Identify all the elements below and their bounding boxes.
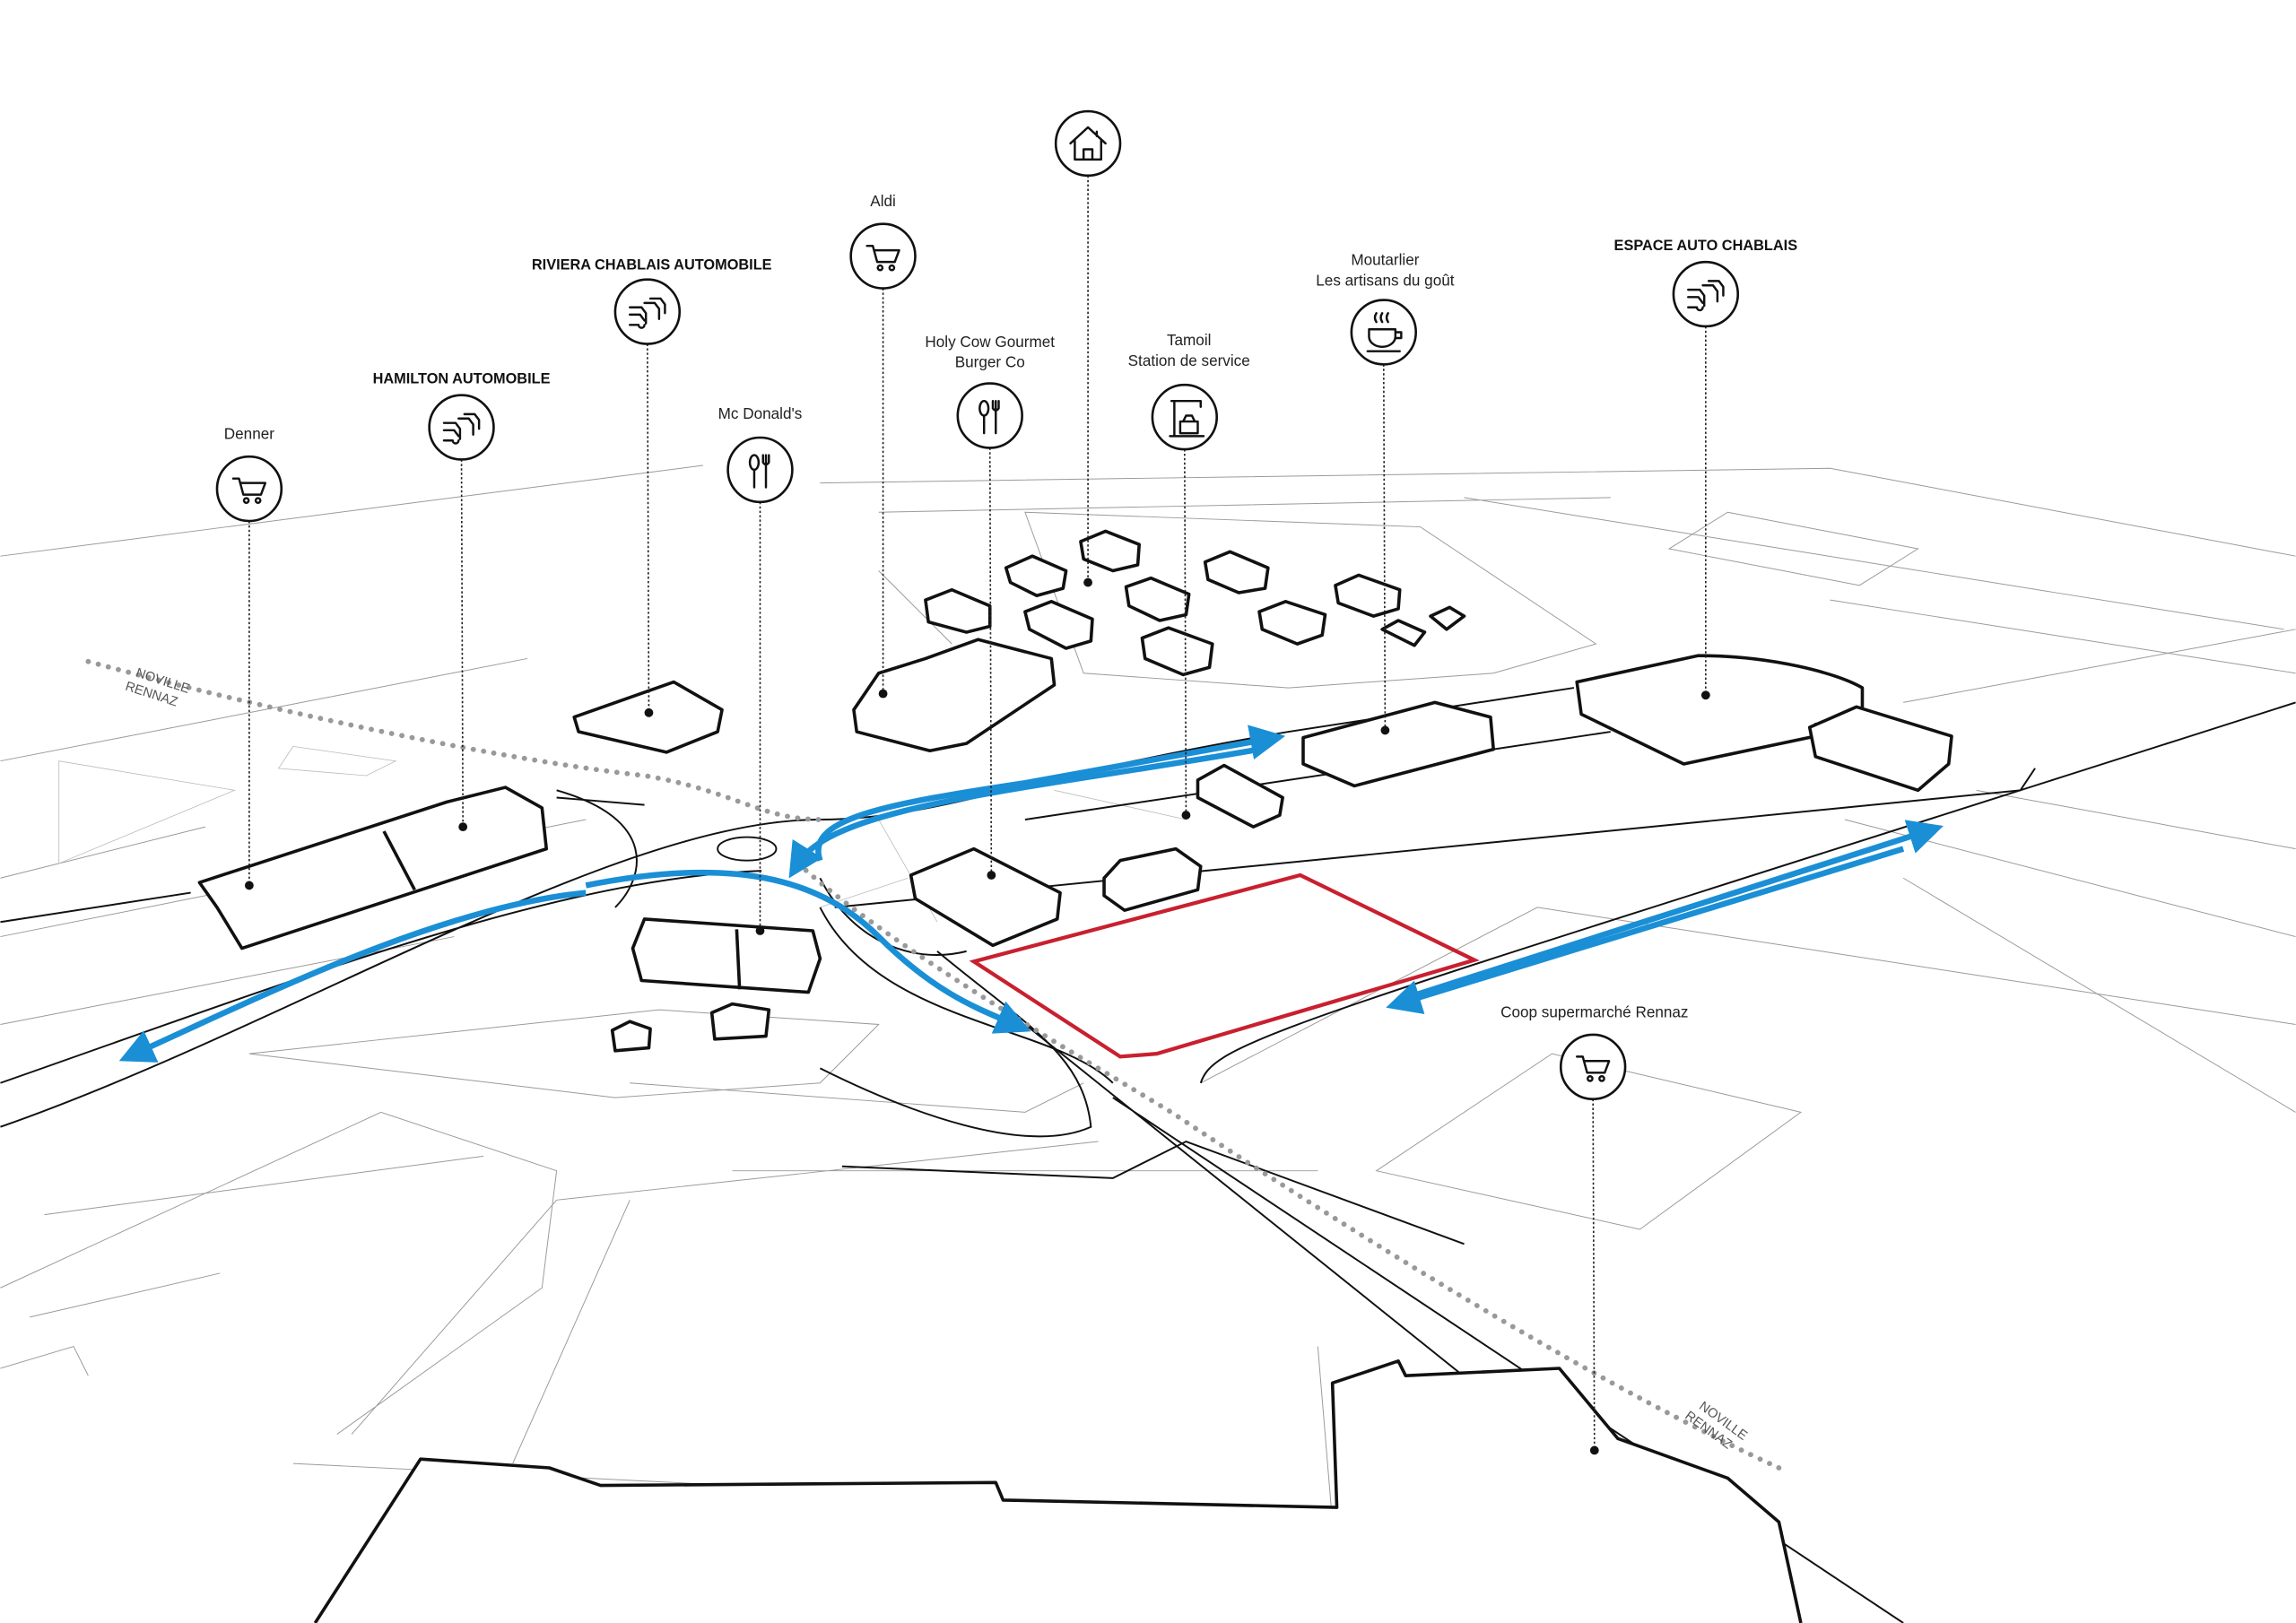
house-icon bbox=[1069, 126, 1107, 161]
coffee-cup-icon bbox=[1366, 312, 1403, 352]
poi-label-line1: Moutarlier bbox=[1351, 250, 1419, 268]
poi-aldi[interactable]: Aldi bbox=[849, 192, 917, 699]
poi-denner[interactable]: Denner bbox=[215, 425, 283, 890]
poi-label-line1: Tamoil bbox=[1167, 331, 1212, 349]
buildings bbox=[197, 529, 1953, 1623]
poi-hamilton-automobile[interactable]: HAMILTON AUTOMOBILE bbox=[373, 371, 551, 832]
poi-label: ESPACE AUTO CHABLAIS bbox=[1614, 238, 1798, 254]
poi-label: Mc Donald's bbox=[718, 404, 803, 422]
poi-espace-auto-chablais[interactable]: ESPACE AUTO CHABLAIS bbox=[1614, 238, 1798, 700]
poi-riviera-chablais-automobile[interactable]: RIVIERA CHABLAIS AUTOMOBILE bbox=[532, 256, 772, 717]
railway-line bbox=[85, 658, 1782, 1471]
poi-mcdonalds[interactable]: Mc Donald's bbox=[718, 404, 803, 935]
poi-label-line1: Holy Cow Gourmet bbox=[925, 333, 1055, 351]
roads bbox=[0, 687, 2296, 1623]
poi-moutarlier[interactable]: Moutarlier Les artisans du goût bbox=[1316, 250, 1455, 735]
poi-label: Coop supermarché Rennaz bbox=[1500, 1002, 1688, 1020]
poi-label: HAMILTON AUTOMOBILE bbox=[373, 371, 551, 387]
poi-coop-rennaz[interactable]: Coop supermarché Rennaz bbox=[1500, 1002, 1689, 1455]
poi-label-line2: Burger Co bbox=[955, 353, 1025, 371]
poi-label: Denner bbox=[224, 425, 274, 443]
traffic-flow-arrows bbox=[118, 725, 1944, 1063]
fuel-station-icon bbox=[1169, 399, 1205, 438]
poi-tamoil[interactable]: Tamoil Station de service bbox=[1128, 331, 1250, 820]
poi-housing[interactable] bbox=[1054, 109, 1122, 587]
rail-label-west: NOVILLE RENNAZ bbox=[124, 666, 192, 710]
poi-holy-cow[interactable]: Holy Cow Gourmet Burger Co bbox=[925, 333, 1055, 880]
housing-cluster bbox=[924, 529, 1466, 677]
poi-label: Aldi bbox=[870, 192, 896, 210]
poi-label-line2: Station de service bbox=[1128, 352, 1250, 369]
context-linework bbox=[0, 464, 2296, 1523]
poi-label-line2: Les artisans du goût bbox=[1316, 271, 1454, 289]
rail-label-east: NOVILLE RENNAZ bbox=[1682, 1399, 1750, 1452]
poi-label: RIVIERA CHABLAIS AUTOMOBILE bbox=[532, 256, 772, 273]
project-site-parcel bbox=[969, 872, 1480, 1059]
